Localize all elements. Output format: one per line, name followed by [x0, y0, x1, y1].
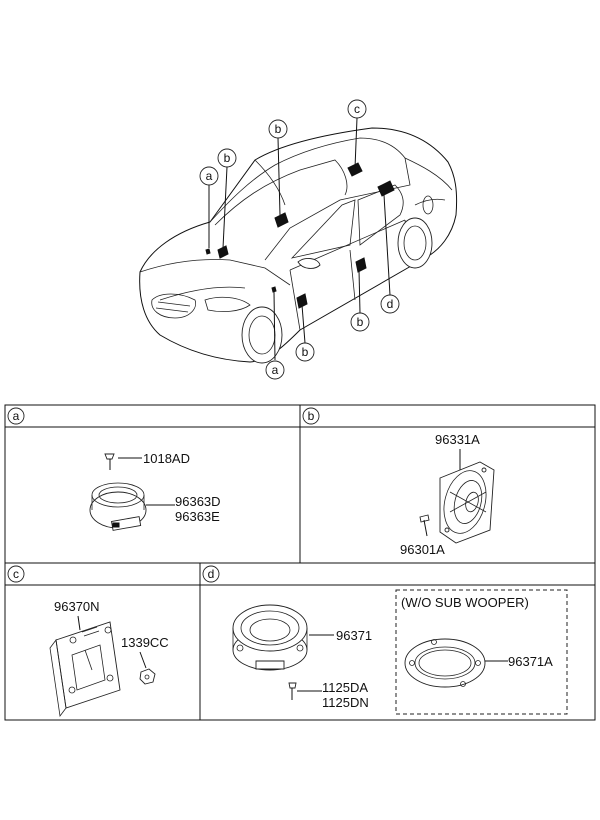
part-1339cc-label: 1339CC — [121, 635, 169, 650]
callout-b-left: b — [217, 148, 237, 168]
parts-table — [4, 404, 596, 721]
callout-b-roof: b — [268, 119, 288, 139]
callout-letter: a — [206, 169, 213, 183]
section-letter: a — [13, 409, 20, 423]
section-c-header: c — [7, 565, 25, 583]
amplifier-icon — [49, 621, 121, 718]
part-96370n-label: 96370N — [54, 599, 100, 614]
part-96363e-label: 96363E — [175, 509, 220, 524]
section-b-header: b — [302, 407, 320, 425]
callout-a-bottom: a — [265, 360, 285, 380]
callout-letter: b — [357, 315, 364, 329]
callout-a-top: a — [199, 166, 219, 186]
part-96363d-label: 96363D — [175, 494, 221, 509]
screw-96301a-icon — [419, 514, 430, 537]
section-a-header: a — [7, 407, 25, 425]
tweeter-speaker-icon — [89, 482, 147, 531]
callout-letter: b — [302, 345, 309, 359]
callout-letter: b — [224, 151, 231, 165]
callout-letter: a — [272, 363, 279, 377]
callout-c: c — [347, 99, 367, 119]
callout-d: d — [380, 294, 400, 314]
section-letter: b — [308, 409, 315, 423]
part-96371-label: 96371 — [336, 628, 372, 643]
callout-letter: c — [354, 102, 360, 116]
leader-96370n — [77, 615, 81, 631]
part-1125dn-label: 1125DN — [322, 695, 369, 710]
part-96301a-label: 96301A — [400, 542, 445, 557]
section-letter: c — [13, 567, 19, 581]
screw-1125da-icon — [288, 682, 297, 700]
spacer-ring-icon — [404, 638, 486, 688]
callout-b-front-door: b — [295, 342, 315, 362]
car-illustration — [139, 127, 458, 364]
callout-leaders — [208, 117, 391, 361]
callout-letter: b — [275, 122, 282, 136]
nut-1339cc-icon — [139, 668, 156, 685]
option-note: (W/O SUB WOOPER) — [401, 595, 529, 610]
door-speaker-icon — [439, 461, 495, 544]
callout-b-rear-door: b — [350, 312, 370, 332]
part-96331a-label: 96331A — [435, 432, 480, 447]
leader-1339cc — [139, 651, 147, 669]
section-letter: d — [208, 567, 215, 581]
screw-1018ad-icon — [104, 453, 115, 470]
callout-letter: d — [387, 297, 394, 311]
part-96371a-label: 96371A — [508, 654, 553, 669]
part-1018ad-label: 1018AD — [143, 451, 190, 466]
section-d-header: d — [202, 565, 220, 583]
part-1125da-label: 1125DA — [322, 680, 368, 695]
option-box — [395, 589, 568, 715]
woofer-speaker-icon — [232, 604, 308, 671]
